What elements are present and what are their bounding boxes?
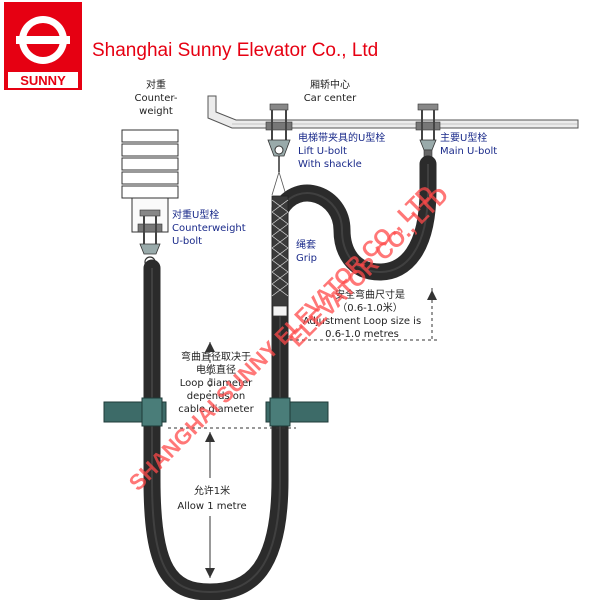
lift-ubolt-label-en-2: With shackle — [298, 159, 362, 170]
counterweight-label-cn: 对重 — [146, 78, 166, 91]
car-center-label-cn: 厢轿中心 — [310, 78, 350, 91]
clamp-left — [103, 397, 167, 427]
counterweight-label-en-2: weight — [139, 106, 173, 117]
loop-diameter-label-cn-1: 弯曲直径取决于 — [181, 350, 251, 363]
car-frame — [207, 95, 579, 129]
lift-ubolt — [265, 103, 293, 196]
company-name: Shanghai Sunny Elevator Co., Ltd — [92, 40, 378, 61]
allow-metre-dimension — [205, 432, 215, 578]
loop-diameter-label-en-2: depends on — [187, 391, 246, 402]
cw-ubolt-label-cn: 对重U型栓 — [172, 208, 219, 221]
loop-size-label-en-2: 0.6-1.0 metres — [325, 329, 399, 340]
loop-size-label-cn-1: 安全弯曲尺寸是 — [335, 288, 405, 301]
loop-diameter-label-en-3: cable diameter — [178, 404, 254, 415]
clamp-right — [265, 397, 329, 427]
loop-diameter-label-cn-2: 电缆直径 — [196, 363, 236, 376]
cw-ubolt-label-en-1: Counterweight — [172, 223, 246, 234]
counterweight-label-en-1: Counter- — [135, 93, 178, 104]
loop-size-label-cn-2: （0.6-1.0米） — [337, 301, 402, 314]
cable-grip — [271, 195, 289, 317]
loop-size-label-en-1: Adjustment Loop size is — [303, 316, 421, 327]
car-center-label-en: Car center — [304, 93, 357, 104]
adjustment-loop-dimension — [284, 288, 440, 341]
lift-ubolt-label-cn: 电梯带夹具的U型栓 — [298, 131, 385, 144]
sunny-logo: SUNNY — [4, 2, 82, 90]
loop-diameter-label-en-1: Loop diameter — [180, 378, 253, 389]
cw-ubolt-label-en-2: U-bolt — [172, 236, 202, 247]
loop-diameter-dimension — [168, 342, 296, 429]
main-ubolt-label-en: Main U-bolt — [440, 146, 497, 157]
counterweight — [121, 129, 179, 268]
grip-label-cn: 绳套 — [296, 238, 316, 251]
main-ubolt-label-cn: 主要U型栓 — [440, 131, 487, 144]
allow-metre-label-cn: 允许1米 — [194, 484, 230, 497]
main-ubolt — [415, 103, 441, 165]
allow-metre-label-en: Allow 1 metre — [177, 501, 246, 512]
grip-label-en: Grip — [296, 253, 317, 264]
lift-ubolt-label-en-1: Lift U-bolt — [298, 146, 347, 157]
logo-text: SUNNY — [20, 73, 66, 88]
